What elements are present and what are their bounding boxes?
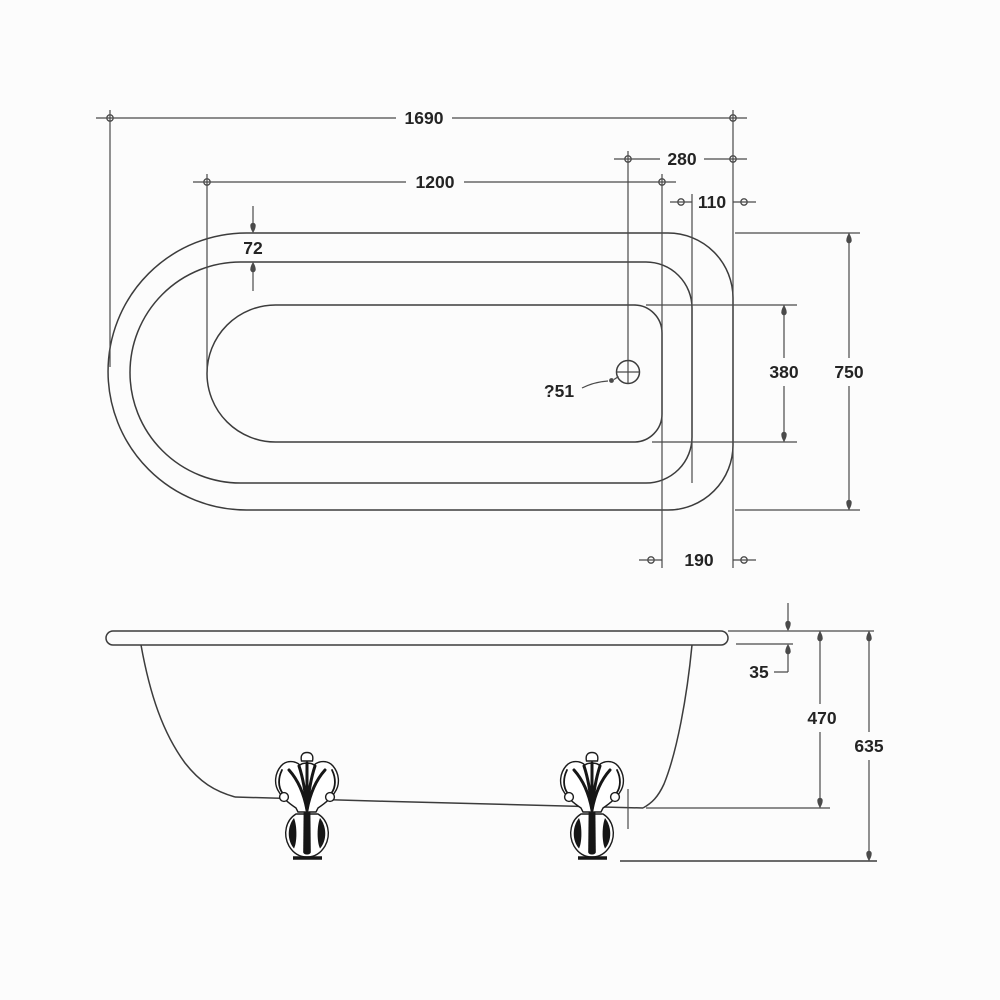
drain-leader bbox=[581, 376, 619, 389]
basin-width-dimension: 380 bbox=[769, 305, 799, 442]
rim-thickness-label: 35 bbox=[749, 662, 769, 682]
rim-to-underside-dimension: 470 bbox=[807, 631, 837, 808]
overall-height-dimension: 635 bbox=[854, 631, 884, 861]
drain-offset-label: 280 bbox=[667, 149, 696, 169]
extension-lines-top-view bbox=[109, 110, 860, 568]
side-rim-width-dimension: 72 bbox=[243, 206, 263, 291]
drain-offset-dimension: 280 bbox=[614, 149, 747, 169]
basin-length-label: 1200 bbox=[416, 172, 455, 192]
rim-profile bbox=[105, 630, 729, 646]
rim-thickness-dimension: 35 bbox=[749, 603, 791, 682]
claw-foot-right bbox=[558, 750, 626, 860]
overall-length-label: 1690 bbox=[405, 108, 444, 128]
overall-height-label: 635 bbox=[854, 736, 883, 756]
side-rim-width-label: 72 bbox=[243, 238, 263, 258]
basin-width-label: 380 bbox=[769, 362, 798, 382]
side-view: 35 470 635 bbox=[105, 603, 884, 862]
right-wall bbox=[642, 644, 693, 809]
right-rim-width-dimension: 110 bbox=[670, 192, 756, 212]
basin-offset-label: 190 bbox=[684, 550, 713, 570]
basin-outline bbox=[206, 304, 663, 443]
claw-foot-left bbox=[273, 750, 341, 860]
basin-length-dimension: 1200 bbox=[193, 172, 676, 192]
drain-symbol bbox=[615, 359, 641, 385]
right-rim-width-label: 110 bbox=[698, 192, 726, 212]
rim-to-underside-label: 470 bbox=[807, 708, 836, 728]
outer-rim-outline bbox=[107, 232, 734, 511]
extension-lines-side-view bbox=[620, 630, 877, 862]
left-wall bbox=[140, 644, 236, 798]
overall-width-label: 750 bbox=[834, 362, 863, 382]
top-view: ?51 1690 bbox=[96, 108, 864, 570]
drain-diameter-label: ?51 bbox=[544, 381, 574, 401]
overall-width-dimension: 750 bbox=[834, 233, 864, 510]
basin-offset-dimension: 190 bbox=[639, 550, 756, 570]
overall-length-dimension: 1690 bbox=[96, 108, 747, 128]
rim-inner-outline bbox=[129, 261, 693, 484]
